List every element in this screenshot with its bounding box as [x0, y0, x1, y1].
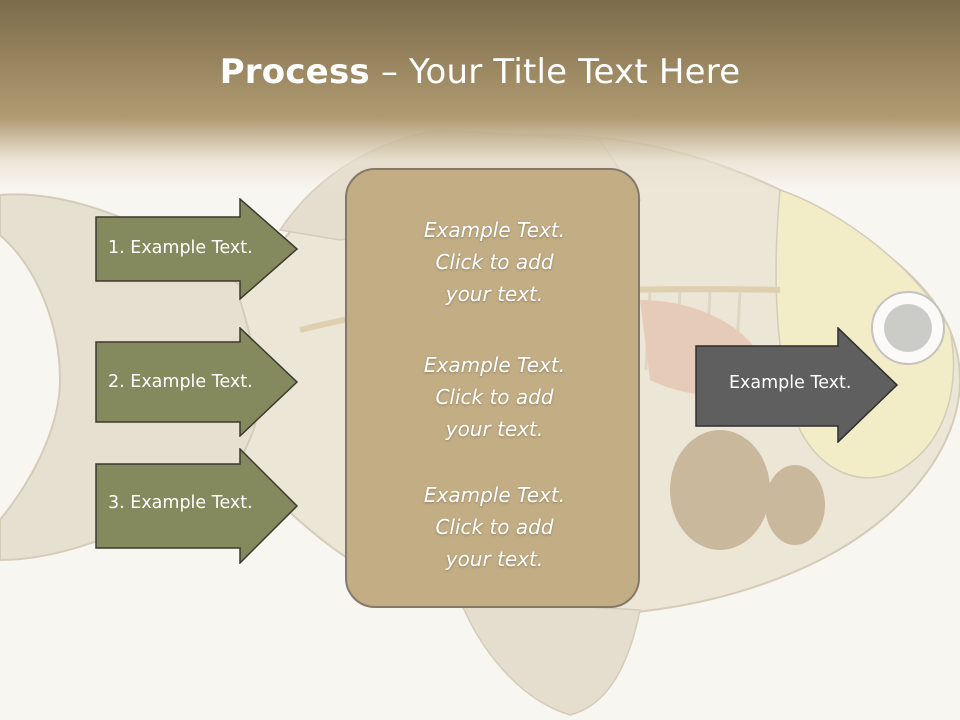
title-bold-part: Process [219, 52, 370, 92]
panel-line: Click to add [435, 250, 554, 274]
arrow-shape [95, 448, 299, 564]
panel-line: your text. [445, 547, 544, 571]
input-arrow-3-label: 3. Example Text. [108, 493, 253, 513]
panel-line: your text. [445, 282, 544, 306]
fish-organ [670, 430, 770, 550]
panel-text-block-1[interactable]: Example Text. Click to add your text. [347, 214, 642, 310]
panel-line: your text. [445, 417, 544, 441]
input-arrow-2[interactable]: 2. Example Text. [95, 327, 300, 437]
panel-line: Example Text. [423, 218, 566, 242]
fish-organ [765, 465, 825, 545]
output-arrow[interactable]: Example Text. [695, 327, 900, 443]
arrow-shape [695, 327, 899, 443]
input-arrow-2-label: 2. Example Text. [108, 372, 253, 392]
panel-line: Click to add [435, 385, 554, 409]
title-rest-part: – Your Title Text Here [369, 52, 741, 92]
input-arrow-1[interactable]: 1. Example Text. [95, 198, 300, 300]
slide-title: Process – Your Title Text Here [0, 52, 960, 92]
fish-anal-fin [458, 599, 641, 716]
header-band [0, 0, 960, 190]
panel-line: Example Text. [423, 353, 566, 377]
input-arrow-1-label: 1. Example Text. [108, 238, 253, 258]
input-arrow-3[interactable]: 3. Example Text. [95, 448, 300, 564]
panel-line: Click to add [435, 515, 554, 539]
panel-text-block-3[interactable]: Example Text. Click to add your text. [347, 479, 642, 575]
panel-text-block-2[interactable]: Example Text. Click to add your text. [347, 349, 642, 445]
output-arrow-label: Example Text. [729, 373, 852, 393]
process-panel[interactable]: Example Text. Click to add your text. Ex… [345, 168, 640, 608]
panel-line: Example Text. [423, 483, 566, 507]
arrow-shape [95, 198, 299, 300]
arrow-shape [95, 327, 299, 437]
